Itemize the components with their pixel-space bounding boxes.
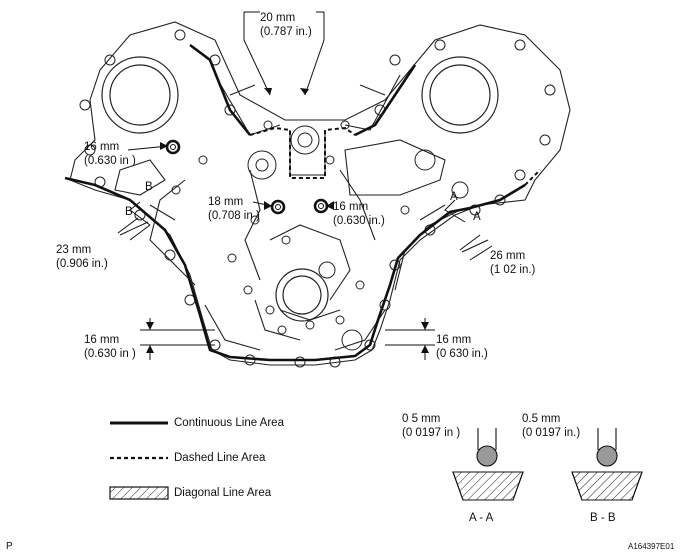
section-aa-dimension: 0 5 mm (0 0197 in ) (402, 412, 460, 440)
callout-bottom-right-inch: (0 630 in.) (436, 348, 488, 360)
section-bb-drawing (571, 428, 643, 501)
callout-left-seal-inch: (0.630 in ) (84, 155, 136, 167)
callout-top-inch: (0.787 in.) (260, 26, 312, 38)
callout-right-edge-inch: (1 02 in.) (490, 264, 536, 276)
callout-center-right-mm: 16 mm (333, 201, 369, 213)
callout-bottom-right-mm: 16 mm (436, 334, 472, 346)
callout-left-seal-mm: 16 mm (84, 141, 120, 153)
section-mark-b-upper: B (145, 181, 153, 193)
footer-code: A164397E01 (628, 542, 675, 551)
callout-bottom-right: 16 mm (0 630 in.) (436, 333, 488, 361)
section-bb-inch: (0 0197 in.) (522, 427, 581, 439)
crank-bore (275, 268, 329, 322)
section-aa-mm: 0 5 mm (402, 413, 441, 425)
sealant-dashed-line (249, 126, 541, 186)
callout-right-edge: 26 mm (1 02 in.) (490, 249, 535, 277)
sealant-continuous-line (64, 43, 526, 362)
dimension-lines (117, 11, 493, 360)
callout-bottom-left: 16 mm (0.630 in ) (84, 333, 136, 361)
callout-center: 18 mm (0.708 in ) (208, 195, 260, 223)
section-aa-caption: A - A (469, 512, 494, 524)
legend-continuous-label: Continuous Line Area (174, 417, 284, 429)
section-mark-a-lower: A (473, 211, 481, 223)
section-mark-a-upper: A (450, 191, 458, 203)
section-aa-inch: (0 0197 in ) (402, 427, 461, 439)
legend-dashed-label: Dashed Line Area (174, 452, 266, 464)
footer-mark: P (6, 541, 13, 552)
legend-swatches (109, 421, 169, 500)
callout-bottom-left-inch: (0.630 in ) (84, 348, 136, 360)
callout-left-edge-mm: 23 mm (56, 244, 92, 256)
callout-top: 20 mm (0.787 in.) (260, 11, 312, 39)
cam-bore-right (421, 56, 499, 134)
legend-diagonal-label: Diagonal Line Area (174, 487, 272, 499)
bolt-holes (79, 29, 556, 368)
cam-bore-left (101, 56, 179, 134)
section-aa-drawing (452, 428, 524, 501)
section-mark-b-lower: B (125, 206, 133, 218)
section-bb-mm: 0.5 mm (522, 413, 561, 425)
upper-boss (247, 125, 469, 351)
legend-diagonal-swatch (109, 486, 169, 500)
callout-left-edge: 23 mm (0.906 in.) (56, 243, 108, 271)
callout-center-right-inch: (0.630 in.) (333, 215, 385, 227)
section-bb-dimension: 0.5 mm (0 0197 in.) (522, 412, 580, 440)
dimension-arrowheads (146, 88, 429, 353)
callout-right-edge-mm: 26 mm (490, 250, 526, 262)
callout-bottom-left-mm: 16 mm (84, 334, 120, 346)
callout-center-mm: 18 mm (208, 196, 244, 208)
callout-center-inch: (0.708 in ) (208, 210, 260, 222)
callout-left-edge-inch: (0.906 in.) (56, 258, 108, 270)
callout-top-mm: 20 mm (260, 12, 296, 24)
callout-center-right: 16 mm (0.630 in.) (333, 200, 385, 228)
callout-left-seal: 16 mm (0.630 in ) (84, 140, 136, 168)
section-bb-caption: B - B (590, 512, 616, 524)
